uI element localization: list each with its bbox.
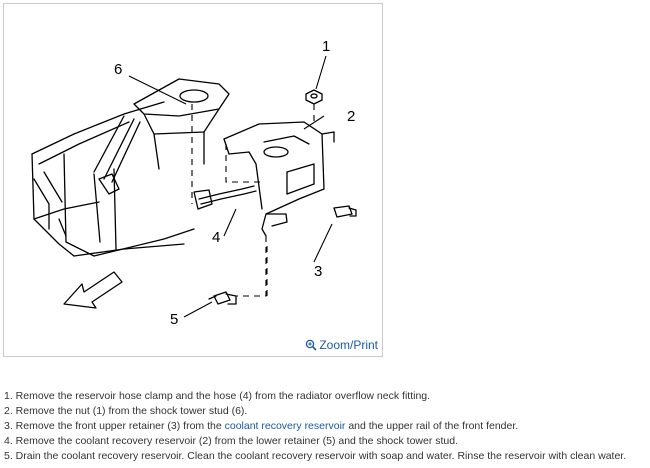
step-text: 3. Remove the front upper retainer (3) f… — [4, 420, 225, 432]
callout-5: 5 — [170, 311, 178, 328]
reservoir-diagram: 1 2 3 4 5 6 — [31, 38, 357, 328]
figure-frame: 1 2 3 4 5 6 Zoom/Print — [3, 3, 383, 357]
step-item: 5. Drain the coolant recovery reservoir.… — [4, 449, 646, 464]
step-text: 5. Drain the coolant recovery reservoir.… — [4, 450, 627, 462]
magnifier-plus-icon — [306, 339, 317, 351]
callout-4: 4 — [212, 229, 220, 246]
zoom-print-link[interactable]: Zoom/Print — [305, 338, 378, 352]
step-text-tail: and the upper rail of the front fender. — [345, 420, 519, 432]
step-item: 4. Remove the coolant recovery reservoir… — [4, 434, 646, 449]
coolant-recovery-reservoir-link[interactable]: coolant recovery reservoir — [224, 420, 346, 432]
callout-6: 6 — [114, 61, 122, 78]
procedure-steps: 1. Remove the reservoir hose clamp and t… — [4, 389, 646, 464]
callout-3: 3 — [314, 263, 322, 280]
step-text: 2. Remove the nut (1) from the shock tow… — [4, 405, 248, 417]
callout-1: 1 — [322, 38, 330, 55]
step-item: 3. Remove the front upper retainer (3) f… — [4, 419, 646, 434]
step-text: 1. Remove the reservoir hose clamp and t… — [4, 390, 431, 402]
callout-2: 2 — [347, 108, 355, 125]
step-text: 4. Remove the coolant recovery reservoir… — [4, 435, 459, 447]
zoom-print-label: Zoom/Print — [319, 338, 378, 352]
step-item: 1. Remove the reservoir hose clamp and t… — [4, 389, 646, 404]
step-item: 2. Remove the nut (1) from the shock tow… — [4, 404, 646, 419]
